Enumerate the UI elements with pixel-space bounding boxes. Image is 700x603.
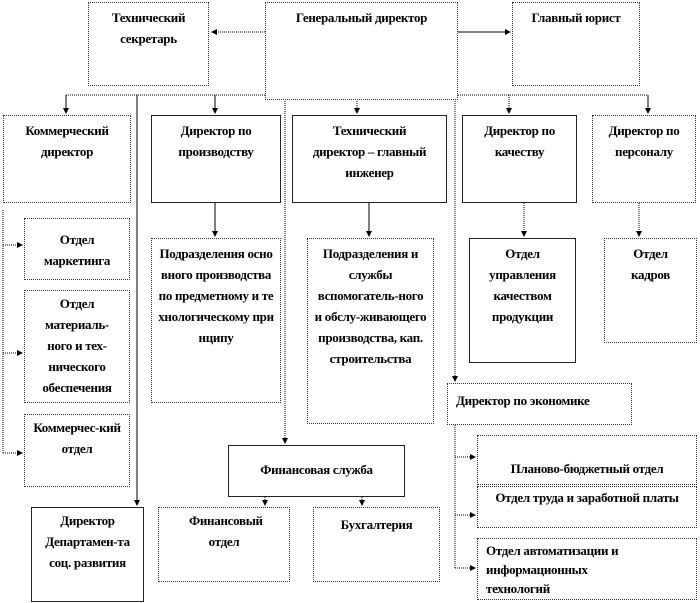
finance-service-box: Финансовая служба — [228, 445, 405, 497]
tech-secretary-box: Технический секретарь — [88, 2, 209, 86]
quality-dept-box: Отдел управления качеством продукции — [469, 238, 576, 363]
commercial-director-box: Коммерческий директор — [3, 115, 131, 203]
chief-lawyer-box: Главный юрист — [512, 2, 640, 86]
commercial-dept-box: Коммерчес-кий отдел — [24, 414, 130, 487]
personnel-director-box: Директор по персоналу — [592, 115, 696, 203]
auxiliary-units-box: Подразделения и службы вспомогатель-ного… — [307, 238, 434, 424]
planning-budget-dept-box: Планово-бюджетный отдел — [477, 435, 697, 485]
accounting-box: Бухгалтерия — [313, 507, 440, 582]
marketing-dept-box: Отдел маркетинга — [24, 218, 130, 280]
technical-director-box: Технический директор – главный инженер — [292, 115, 447, 203]
main-production-units-box: Подразделения основного производства по … — [151, 238, 281, 403]
automation-it-dept-box: Отдел автоматизации и информационных тех… — [477, 538, 697, 600]
social-dev-director-box: Директор Департамен-та соц. развития — [31, 507, 144, 602]
production-director-box: Директор по производству — [151, 115, 281, 203]
quality-director-box: Директор по качеству — [462, 115, 577, 203]
labor-wages-dept-box: Отдел труда и заработной платы — [477, 486, 697, 528]
logistics-dept-box: Отдел материаль-ного и тех-нического обе… — [24, 290, 130, 403]
finance-dept-box: Финансовый отдел — [158, 507, 290, 582]
economics-director-box: Директор по экономике — [447, 383, 632, 425]
hr-dept-box: Отдел кадров — [604, 238, 697, 343]
general-director-box: Генеральный директор — [265, 2, 458, 100]
